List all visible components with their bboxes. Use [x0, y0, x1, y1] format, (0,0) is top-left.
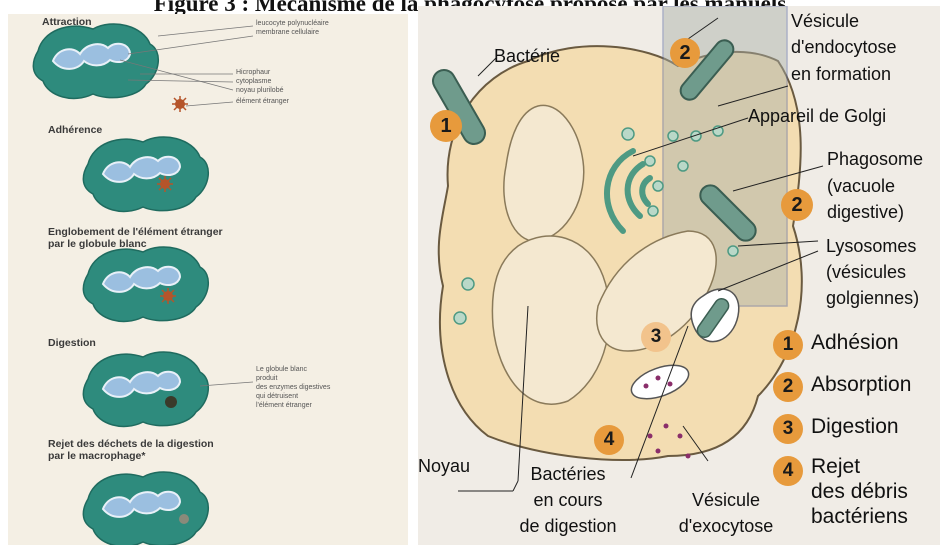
label-cytoplasme: cytoplasme — [236, 78, 271, 87]
label-hicrophaur: Hicrophaur — [236, 69, 270, 78]
stage-rejet-line1: Rejet des déchets de la digestion — [48, 438, 214, 450]
label-noyau-plurilobe: noyau plurilobé — [236, 87, 283, 96]
label-leucocyte: leucocyte polynucléaire — [256, 20, 329, 29]
digestion-note-4: qui détruisent — [256, 393, 298, 402]
label-bacteries-digestion-2: en cours — [518, 490, 618, 511]
legend-debris: des débris — [811, 480, 908, 504]
legend-badge-2: 2 — [773, 372, 803, 402]
legend-badge-1: 1 — [773, 330, 803, 360]
label-membrane: membrane cellulaire — [256, 29, 319, 38]
digested-particle — [165, 396, 177, 408]
badge-1: 1 — [430, 110, 462, 142]
badge-2-phagosome: 2 — [781, 189, 813, 221]
legend-badge-3: 3 — [773, 414, 803, 444]
stage-englobement-line1: Englobement de l'élément étranger — [48, 226, 223, 238]
stage-englobement-line2: par le globule blanc — [48, 238, 147, 250]
label-vesicule-endo-3: en formation — [791, 64, 891, 85]
left-illustrations — [8, 14, 408, 545]
digestion-note-2: produit — [256, 375, 277, 384]
label-vesicule-exo-2: d'exocytose — [676, 516, 776, 537]
label-element-etranger: élément étranger — [236, 98, 289, 107]
label-vesicule-endo-1: Vésicule — [791, 11, 859, 32]
stage-attraction: Attraction — [42, 16, 92, 28]
legend-digestion: Digestion — [811, 415, 899, 439]
legend-adhesion: Adhésion — [811, 331, 899, 355]
cell-adherence — [83, 137, 208, 211]
label-vesicule-exo-1: Vésicule — [676, 490, 776, 511]
label-lysosomes-1: Lysosomes — [826, 236, 916, 257]
germ-attraction — [172, 96, 188, 112]
label-phagosome-3: digestive) — [827, 202, 904, 223]
label-golgi: Appareil de Golgi — [748, 106, 886, 127]
legend: 1 Adhésion 2 Absorption 3 Digestion 4 Re… — [773, 328, 938, 538]
digestion-note-3: des enzymes digestives — [256, 384, 330, 393]
badge-4: 4 — [594, 425, 624, 455]
germ-englobement — [160, 288, 176, 304]
label-bacteries-digestion-3: de digestion — [518, 516, 618, 537]
label-phagosome-1: Phagosome — [827, 149, 923, 170]
label-phagosome-2: (vacuole — [827, 176, 895, 197]
digestion-note-1: Le globule blanc — [256, 366, 307, 375]
debris — [179, 514, 189, 524]
label-bacterie: Bactérie — [494, 46, 560, 67]
left-panel-phagocytosis-steps: Attraction leucocyte polynucléaire membr… — [8, 14, 408, 545]
badge-3: 3 — [641, 322, 671, 352]
label-lysosomes-2: (vésicules — [826, 262, 906, 283]
germ-adherence — [157, 176, 173, 192]
cell-digestion — [83, 352, 208, 426]
stage-adherence: Adhérence — [48, 124, 102, 136]
legend-rejet: Rejet — [811, 455, 860, 479]
badge-2-top: 2 — [670, 38, 700, 68]
right-panel-macrophage: Bactérie 1 2 Vésicule d'endocytose en fo… — [418, 6, 940, 545]
label-bacteries-digestion-1: Bactéries — [518, 464, 618, 485]
digestion-note-5: l'élément étranger — [256, 402, 312, 411]
legend-absorption: Absorption — [811, 373, 911, 397]
legend-bacteriens: bactériens — [811, 505, 908, 529]
stage-digestion: Digestion — [48, 337, 96, 349]
stage-rejet-line2: par le macrophage* — [48, 450, 145, 462]
cell-englobement — [83, 247, 208, 321]
label-lysosomes-3: golgiennes) — [826, 288, 919, 309]
cell-attraction — [33, 24, 158, 98]
label-vesicule-endo-2: d'endocytose — [791, 37, 897, 58]
cell-rejet — [83, 472, 208, 545]
label-noyau: Noyau — [418, 456, 470, 477]
legend-badge-4: 4 — [773, 456, 803, 486]
